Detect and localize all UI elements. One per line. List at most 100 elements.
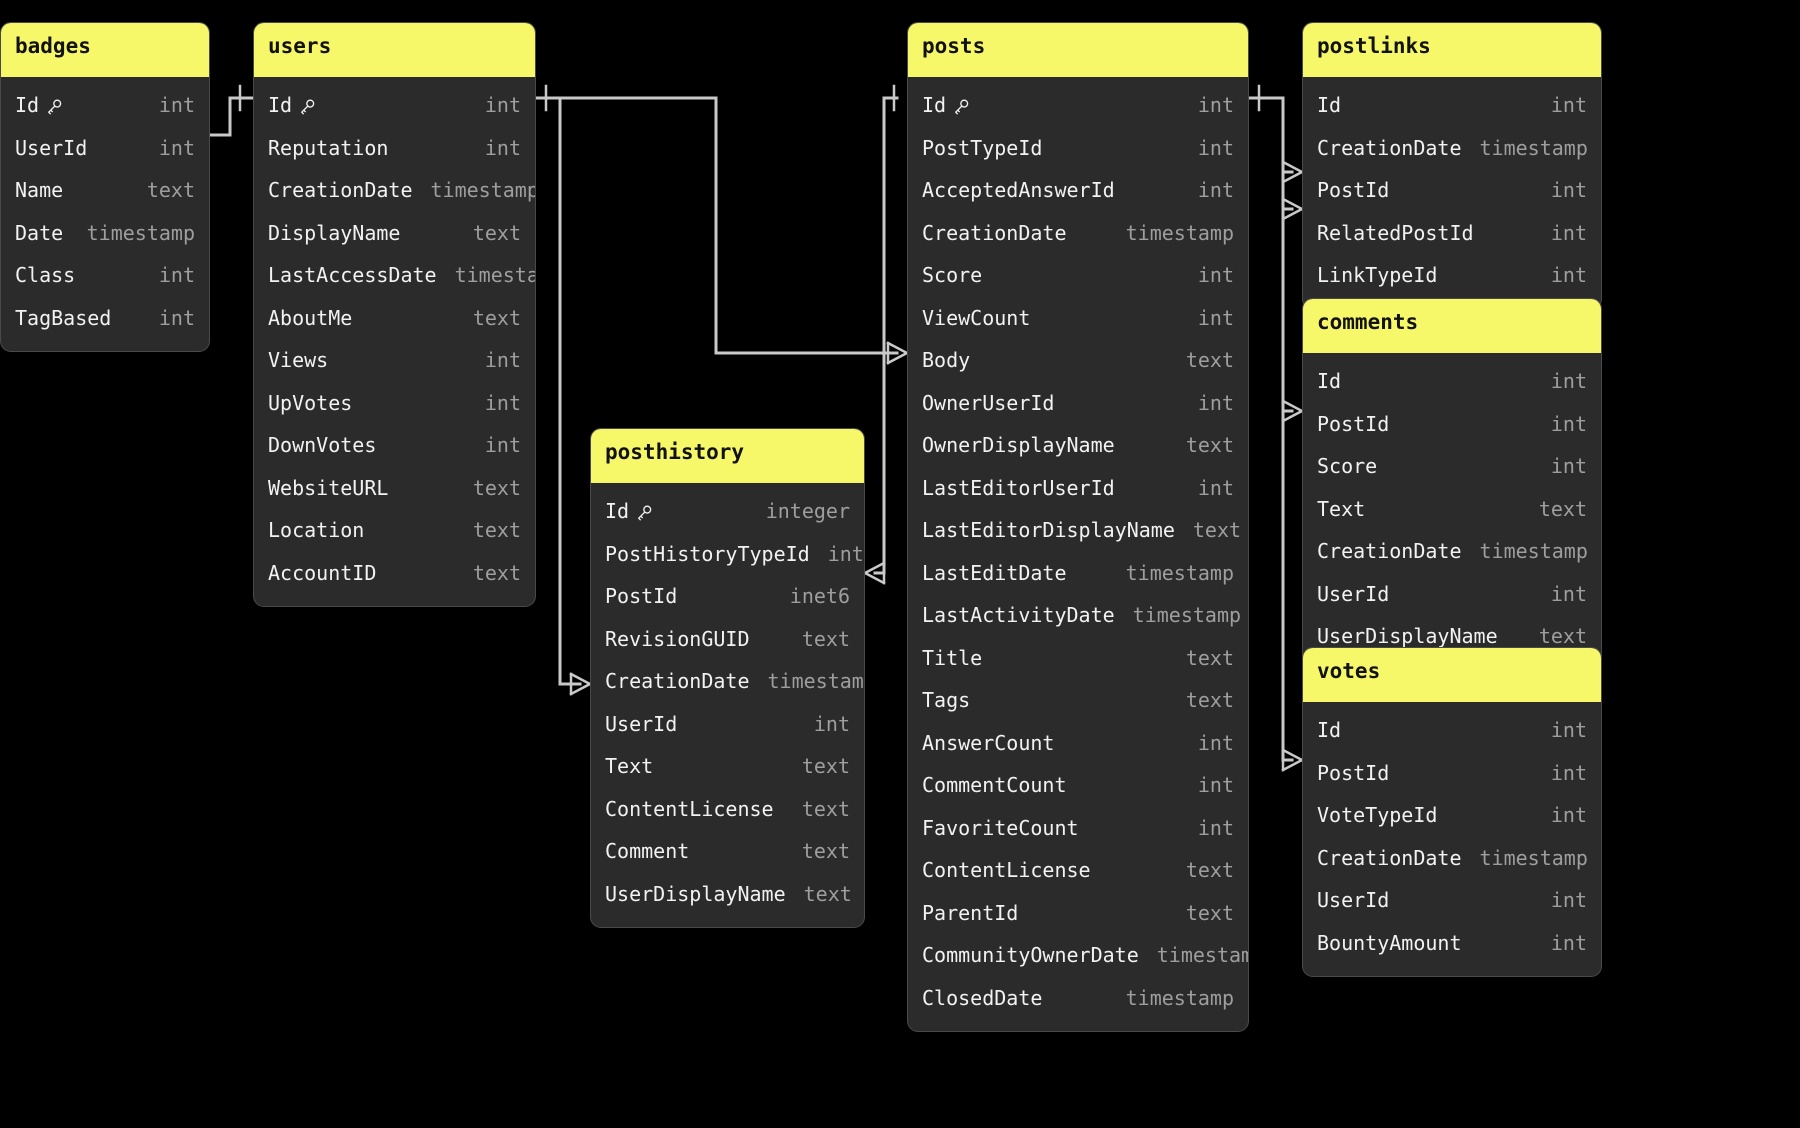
field-label: LastEditorUserId	[922, 475, 1115, 500]
field-label: CommunityOwnerDate	[922, 943, 1139, 968]
field-name: Id	[922, 93, 970, 117]
field-label: RevisionGUID	[605, 626, 750, 651]
edge-posts-posthistory	[873, 96, 899, 575]
field-name: LastEditorDisplayName	[922, 518, 1175, 542]
field-type: timestamp	[454, 263, 535, 288]
field-type: text	[1192, 518, 1242, 543]
field-type: text	[1185, 688, 1234, 713]
field-name: LastActivityDate	[922, 603, 1115, 627]
field-name: CommentCount	[922, 773, 1067, 797]
table-title-posts[interactable]: posts	[908, 23, 1248, 77]
crowfoot-posts-owneruserid	[886, 341, 909, 365]
table-title-badges[interactable]: badges	[1, 23, 209, 77]
table-title-votes[interactable]: votes	[1303, 648, 1601, 702]
table-title-users[interactable]: users	[254, 23, 535, 77]
table-title-postlinks[interactable]: postlinks	[1303, 23, 1601, 77]
field-label: Class	[15, 263, 76, 288]
field-label: ClosedDate	[922, 985, 1043, 1010]
field-name: UserId	[15, 136, 87, 160]
field-name: BountyAmount	[1317, 931, 1462, 955]
field-row[interactable]: CommunityOwnerDatetimestamp	[908, 934, 1248, 977]
field-label: Score	[922, 263, 983, 288]
table-title-comments[interactable]: comments	[1303, 299, 1601, 353]
field-type: int	[1550, 454, 1587, 479]
table-title-posthistory[interactable]: posthistory	[591, 429, 864, 483]
field-row[interactable]: LastAccessDatetimestamp	[254, 254, 535, 297]
field-row[interactable]: LastEditorDisplayName text	[908, 509, 1248, 552]
